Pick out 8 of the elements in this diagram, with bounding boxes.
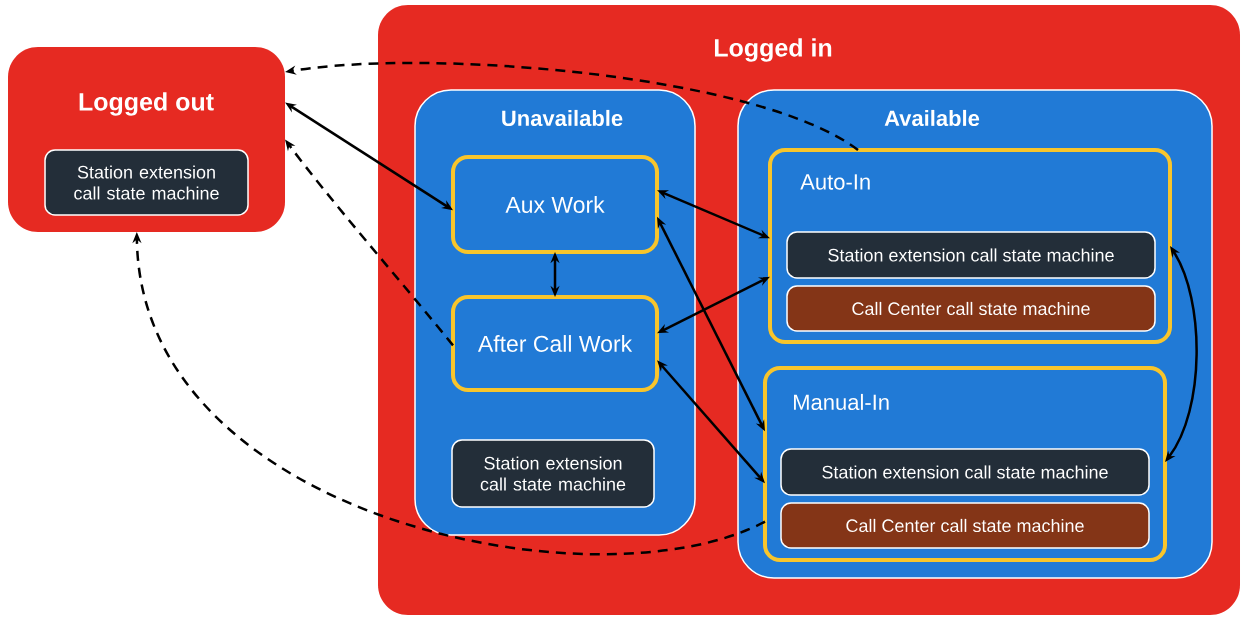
state-machine-box: Station extension call state machine [44, 149, 249, 216]
state-machine-box: Station extension call state machine [451, 439, 655, 508]
state-machine-box: Call Center call state machine [786, 285, 1156, 332]
state-machine-box: Call Center call state machine [780, 502, 1150, 549]
state-machine-box: Station extension call state machine [780, 448, 1150, 496]
state-machine-box: Station extension call state machine [786, 231, 1156, 279]
state-box: Aux Work [451, 155, 659, 254]
state-box: After Call Work [451, 295, 659, 392]
